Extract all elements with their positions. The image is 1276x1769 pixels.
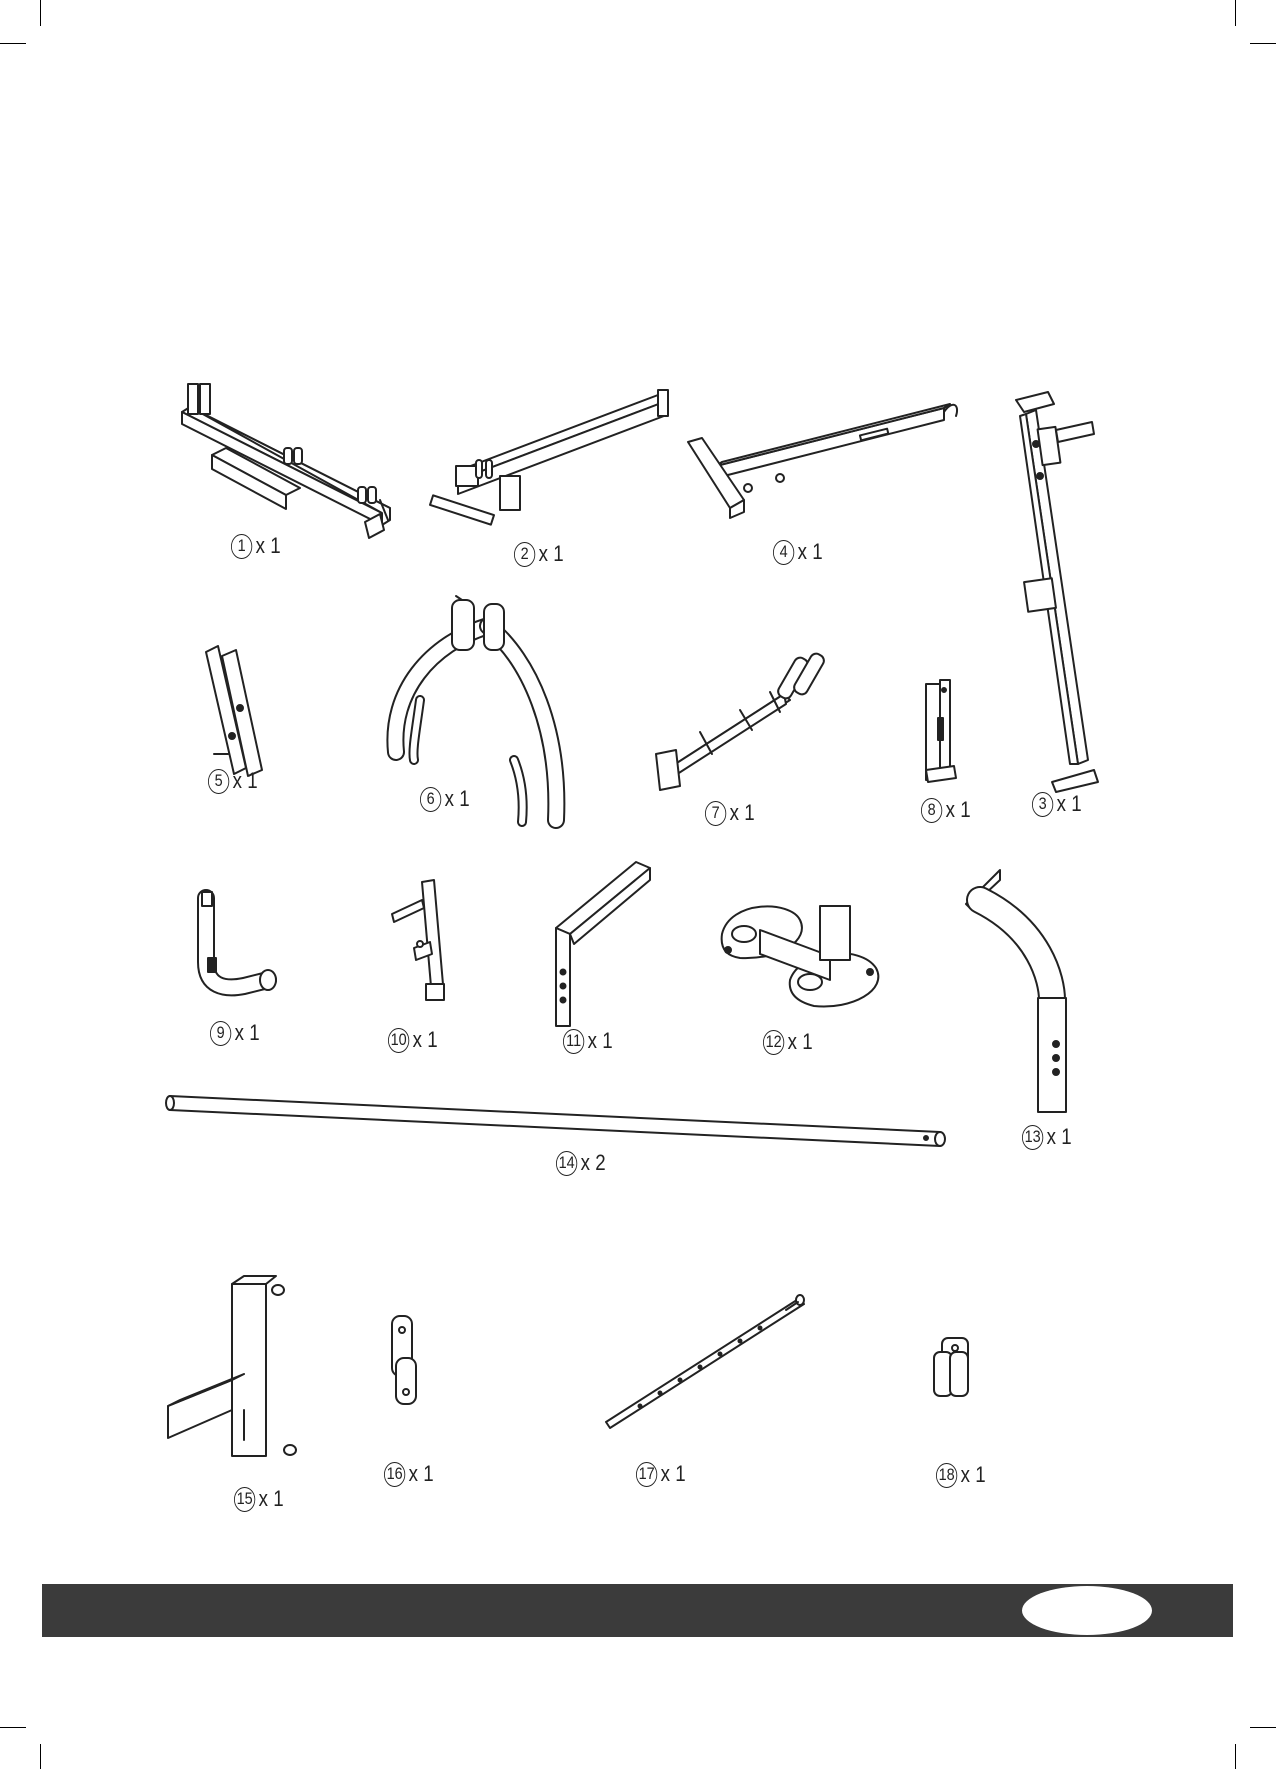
part-9-drawing <box>202 892 276 990</box>
part-number: 3 <box>1032 792 1053 817</box>
part-number: 15 <box>234 1487 255 1512</box>
part-number: 14 <box>556 1151 577 1176</box>
part-11-drawing <box>556 862 650 1026</box>
part-number: 17 <box>636 1462 657 1487</box>
part-qty: x 1 <box>961 1462 986 1488</box>
part-number: 12 <box>763 1030 784 1055</box>
part-15-drawing <box>168 1276 296 1456</box>
part-qty: x 1 <box>946 797 971 823</box>
part-3-drawing <box>1016 392 1098 792</box>
part-12-drawing <box>722 906 879 1007</box>
part-number: 6 <box>420 787 441 812</box>
part-16-drawing <box>392 1316 416 1404</box>
part-qty: x 1 <box>233 768 258 794</box>
part-13-drawing <box>966 870 1066 1112</box>
part-qty: x 1 <box>1047 1124 1072 1150</box>
part-qty: x 1 <box>445 786 470 812</box>
part-qty: x 1 <box>256 533 281 559</box>
part-2-drawing <box>430 390 668 525</box>
part-14-drawing <box>166 1096 945 1146</box>
part-number: 16 <box>384 1462 405 1487</box>
part-number: 7 <box>705 801 726 826</box>
part-qty: x 1 <box>539 541 564 567</box>
part-number: 10 <box>388 1028 409 1053</box>
part-number: 8 <box>921 798 942 823</box>
part-number: 1 <box>231 534 252 559</box>
part-18-drawing <box>934 1338 968 1396</box>
part-qty: x 1 <box>788 1029 813 1055</box>
part-number: 18 <box>936 1463 957 1488</box>
part-number: 2 <box>514 542 535 567</box>
part-1-drawing <box>182 384 390 538</box>
part-qty: x 1 <box>798 539 823 565</box>
part-qty: x 1 <box>259 1486 284 1512</box>
part-qty: x 1 <box>235 1020 260 1046</box>
part-8-drawing <box>926 680 956 782</box>
part-number: 5 <box>208 769 229 794</box>
page-number-oval <box>1022 1586 1152 1635</box>
part-qty: x 1 <box>1057 791 1082 817</box>
part-number: 13 <box>1022 1125 1043 1150</box>
part-7-drawing <box>656 651 826 790</box>
part-qty: x 1 <box>661 1461 686 1487</box>
part-qty: x 1 <box>730 800 755 826</box>
part-qty: x 2 <box>581 1150 606 1176</box>
part-number: 9 <box>210 1021 231 1046</box>
part-number: 4 <box>773 540 794 565</box>
part-qty: x 1 <box>409 1461 434 1487</box>
part-qty: x 1 <box>588 1028 613 1054</box>
part-10-drawing <box>392 880 444 1000</box>
part-5-drawing <box>206 646 262 776</box>
part-17-drawing <box>606 1295 804 1428</box>
part-4-drawing <box>688 404 957 518</box>
part-number: 11 <box>563 1029 584 1054</box>
part-qty: x 1 <box>413 1027 438 1053</box>
